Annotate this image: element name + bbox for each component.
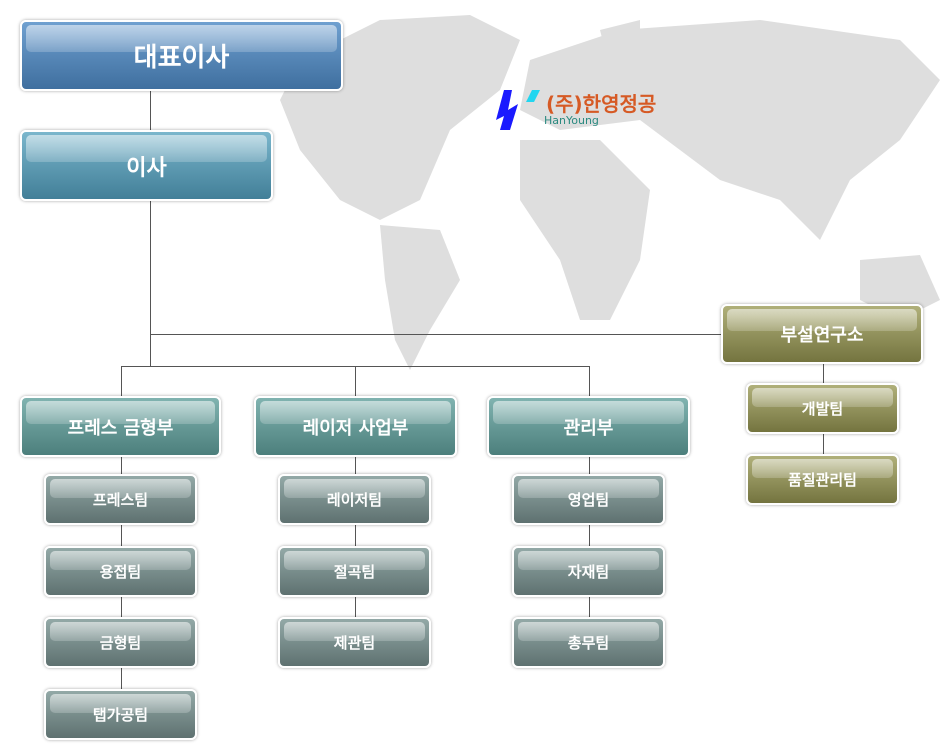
team-label: 제관팀 — [333, 634, 376, 652]
logo-name: (주)한영정공 — [546, 92, 657, 116]
director-label: 이사 — [126, 155, 167, 181]
team-label: 프레스팀 — [92, 491, 149, 509]
team-label: 품질관리팀 — [787, 471, 857, 489]
department-label: 프레스 금형부 — [67, 417, 174, 439]
ceo-label: 대표이사 — [133, 43, 230, 73]
team-box: 레이저팀 — [278, 474, 431, 525]
research-label: 부설연구소 — [780, 325, 864, 346]
team-box: 영업팀 — [512, 474, 665, 525]
logo-subtitle: HanYoung — [544, 114, 599, 127]
team-box: 제관팀 — [278, 617, 431, 668]
team-box: 용접팀 — [44, 546, 197, 597]
team-label: 용접팀 — [99, 563, 142, 581]
team-label: 금형팀 — [99, 634, 142, 652]
team-box: 프레스팀 — [44, 474, 197, 525]
team-box: 금형팀 — [44, 617, 197, 668]
team-label: 절곡팀 — [333, 563, 376, 581]
team-label: 자재팀 — [567, 563, 610, 581]
research-institute-box: 부설연구소 — [721, 304, 923, 364]
team-box: 자재팀 — [512, 546, 665, 597]
hanyoung-logo-icon — [496, 90, 540, 130]
team-box: 탭가공팀 — [44, 689, 197, 740]
department-label: 관리부 — [563, 417, 614, 439]
team-box: 총무팀 — [512, 617, 665, 668]
team-box: 절곡팀 — [278, 546, 431, 597]
team-label: 총무팀 — [567, 634, 610, 652]
director-box: 이사 — [20, 130, 273, 201]
connector — [150, 91, 151, 366]
company-logo: (주)한영정공 HanYoung — [496, 88, 656, 136]
team-label: 레이저팀 — [326, 491, 383, 509]
team-box: 품질관리팀 — [746, 454, 899, 505]
connector — [150, 334, 722, 335]
team-box: 개발팀 — [746, 383, 899, 434]
department-box: 관리부 — [487, 396, 690, 457]
department-box: 프레스 금형부 — [20, 396, 221, 457]
team-label: 영업팀 — [567, 491, 610, 509]
team-label: 탭가공팀 — [92, 706, 149, 724]
team-label: 개발팀 — [801, 400, 844, 418]
ceo-box: 대표이사 — [20, 20, 343, 91]
department-box: 레이저 사업부 — [254, 396, 457, 457]
connector — [121, 366, 122, 690]
department-label: 레이저 사업부 — [302, 417, 409, 439]
